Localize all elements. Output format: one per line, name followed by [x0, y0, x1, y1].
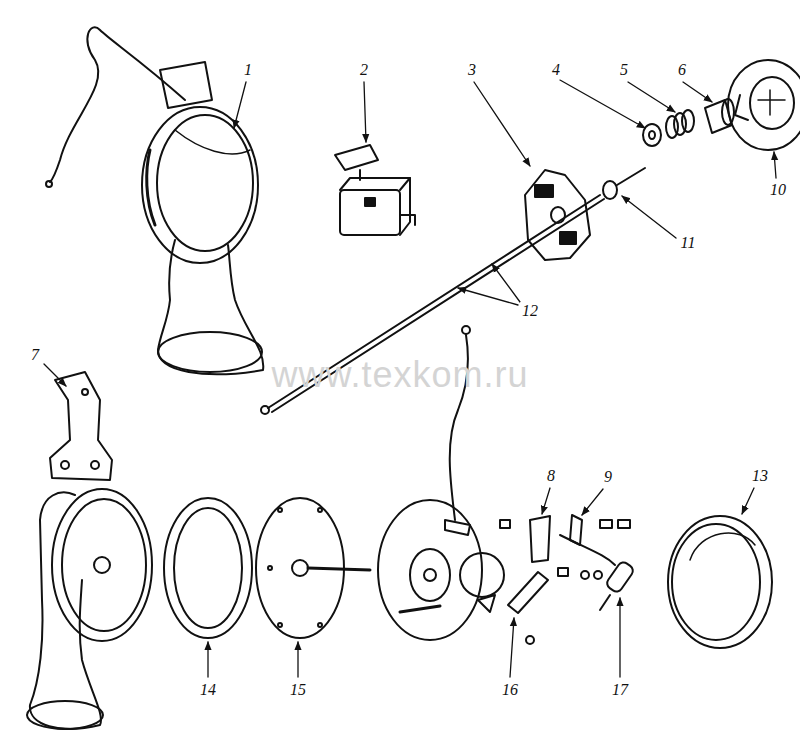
callout-number: 5 — [618, 61, 630, 79]
callout-number: 12 — [520, 302, 540, 320]
horn-body — [27, 489, 152, 729]
callout-number: 13 — [750, 467, 770, 485]
diaphragm — [256, 498, 370, 638]
rod — [261, 195, 604, 414]
callout-number: 3 — [466, 61, 478, 79]
callout-number: 8 — [545, 467, 557, 485]
bracket — [50, 372, 112, 480]
callout-number: 11 — [679, 234, 698, 252]
horn-assembled — [46, 27, 263, 374]
spring — [666, 110, 694, 138]
relay — [335, 145, 415, 235]
callout-number: 6 — [676, 61, 688, 79]
callout-number: 2 — [358, 61, 370, 79]
callout-number: 4 — [550, 61, 562, 79]
watermark: www.texkom.ru — [271, 354, 528, 396]
callout-number: 17 — [610, 681, 630, 699]
washer — [643, 124, 661, 146]
callout-number: 15 — [288, 681, 308, 699]
callout-number: 14 — [198, 681, 218, 699]
washer-hole — [649, 131, 655, 139]
callout-number: 10 — [768, 181, 788, 199]
callout-number: 7 — [29, 346, 41, 364]
callout-number: 16 — [500, 681, 520, 699]
callout-number: 9 — [602, 468, 614, 486]
horn-button — [728, 60, 800, 150]
horn-cover — [668, 516, 772, 648]
contact-parts — [478, 515, 635, 644]
callout-number: 1 — [242, 61, 254, 79]
adjusting-nut — [603, 168, 645, 199]
gasket — [164, 498, 252, 638]
leader-lines — [44, 80, 776, 677]
